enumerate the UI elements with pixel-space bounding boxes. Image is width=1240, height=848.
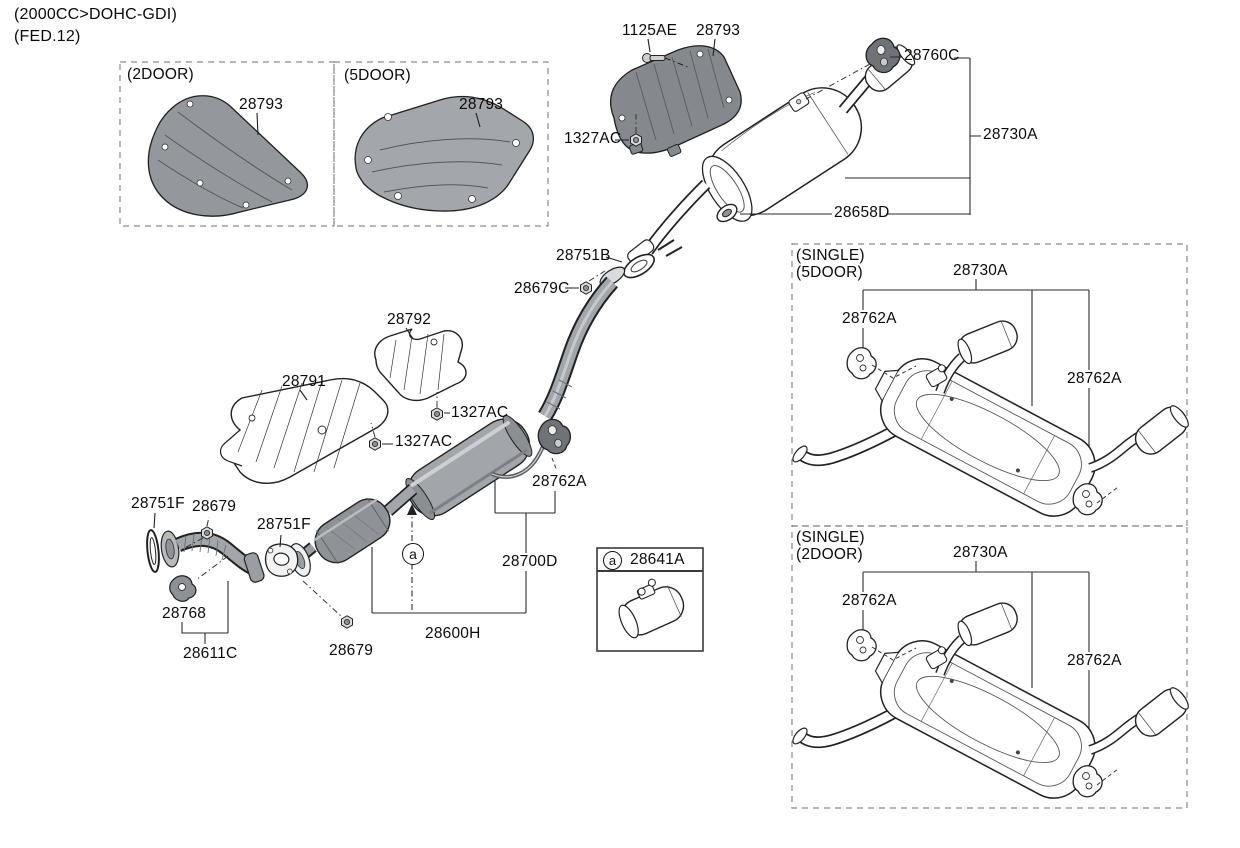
- heat-shield-28792: [374, 327, 467, 402]
- label-28793-5door: 28793: [459, 96, 504, 113]
- center-pipe-assembly: [289, 266, 626, 614]
- label-1327ac-top: 1327AC: [564, 130, 622, 147]
- hanger-28762a-center: [537, 418, 572, 455]
- single-5door-title-line2: (5DOOR): [796, 264, 863, 281]
- label-28793-center: 28793: [696, 22, 741, 39]
- single-5door-title-line1: (SINGLE): [796, 247, 865, 264]
- clamp-position-marker-a: a: [402, 543, 424, 565]
- five-door-variant-box: [333, 61, 549, 227]
- center-muffler-body: [405, 414, 533, 521]
- five-door-box-title: (5DOOR): [344, 67, 411, 84]
- nut-1327ac-mid-upper: [431, 407, 443, 421]
- fastener-leader-lines: [370, 114, 637, 445]
- label-28751f-front: 28751F: [131, 495, 185, 512]
- label-28700d: 28700D: [500, 553, 560, 571]
- label-28762a-s2-right: 28762A: [1065, 652, 1124, 670]
- two-door-variant-box: [119, 61, 335, 227]
- label-28679c: 28679C: [514, 280, 570, 297]
- nut-28679-front: [201, 526, 213, 540]
- label-28762a-center: 28762A: [532, 473, 587, 490]
- single-5door-assembly: [790, 244, 1192, 527]
- front-pipe-assembly: [146, 512, 343, 644]
- label-1327ac-mid-upper: 1327AC: [451, 404, 509, 421]
- label-28751f-mid: 28751F: [257, 516, 311, 533]
- heat-shield-2door: [147, 95, 308, 217]
- label-28611c: 28611C: [183, 645, 238, 662]
- label-1125ae: 1125AE: [622, 22, 678, 39]
- label-1327ac-mid-lower: 1327AC: [395, 433, 453, 450]
- nut-28679c: [580, 281, 592, 295]
- catalyst-section: [314, 497, 391, 565]
- nut-28679-mid: [341, 615, 353, 629]
- label-28751b: 28751B: [556, 247, 611, 264]
- clamp-28641a-art: [618, 578, 685, 639]
- label-28760c: 28760C: [904, 47, 960, 64]
- single-2door-assembly: [790, 526, 1192, 809]
- label-28641a: 28641A: [630, 551, 685, 568]
- heat-shield-28791: [219, 377, 389, 484]
- gasket-28751f-front: [146, 529, 160, 573]
- page-title-line2: (FED.12): [14, 28, 81, 45]
- label-28791: 28791: [282, 373, 327, 390]
- label-28792: 28792: [387, 311, 432, 328]
- nut-1327ac-top: [630, 133, 642, 147]
- legend-marker-a: a: [603, 551, 622, 570]
- nut-1327ac-mid-lower: [369, 437, 381, 451]
- label-28679-mid: 28679: [329, 642, 374, 659]
- leader-28793-center: [712, 38, 716, 57]
- gasket-28658d: [716, 203, 738, 223]
- gasket-28751f-mid: [264, 543, 299, 577]
- label-28793-2door: 28793: [239, 96, 284, 113]
- label-28762a-s5-left: 28762A: [840, 310, 899, 328]
- rear-muffler-assembly: [627, 37, 981, 264]
- label-28679-front: 28679: [192, 498, 237, 515]
- label-28730a-main: 28730A: [983, 126, 1038, 143]
- bracket-28768: [169, 575, 197, 602]
- label-28762a-s5-right: 28762A: [1065, 370, 1124, 388]
- gasket-28751b: [623, 253, 655, 279]
- single-2door-title-line1: (SINGLE): [796, 529, 865, 546]
- heat-shield-center: [609, 45, 742, 157]
- leader-28751b: [605, 256, 623, 263]
- label-28730a-s2: 28730A: [953, 544, 1008, 561]
- label-28762a-s2-left: 28762A: [840, 592, 899, 610]
- label-28658d: 28658D: [834, 204, 890, 221]
- page-title-line1: (2000CC>DOHC-GDI): [14, 6, 177, 23]
- label-28600h: 28600H: [425, 625, 481, 642]
- two-door-box-title: (2DOOR): [127, 66, 194, 83]
- hanger-28760c: [865, 37, 901, 74]
- legend-box: [596, 547, 704, 652]
- label-28768: 28768: [162, 605, 207, 622]
- single-2door-title-line2: (2DOOR): [796, 546, 863, 563]
- heat-shield-5door: [354, 95, 535, 212]
- bolt-1125ae: [642, 38, 689, 68]
- label-28730a-s5: 28730A: [953, 262, 1008, 279]
